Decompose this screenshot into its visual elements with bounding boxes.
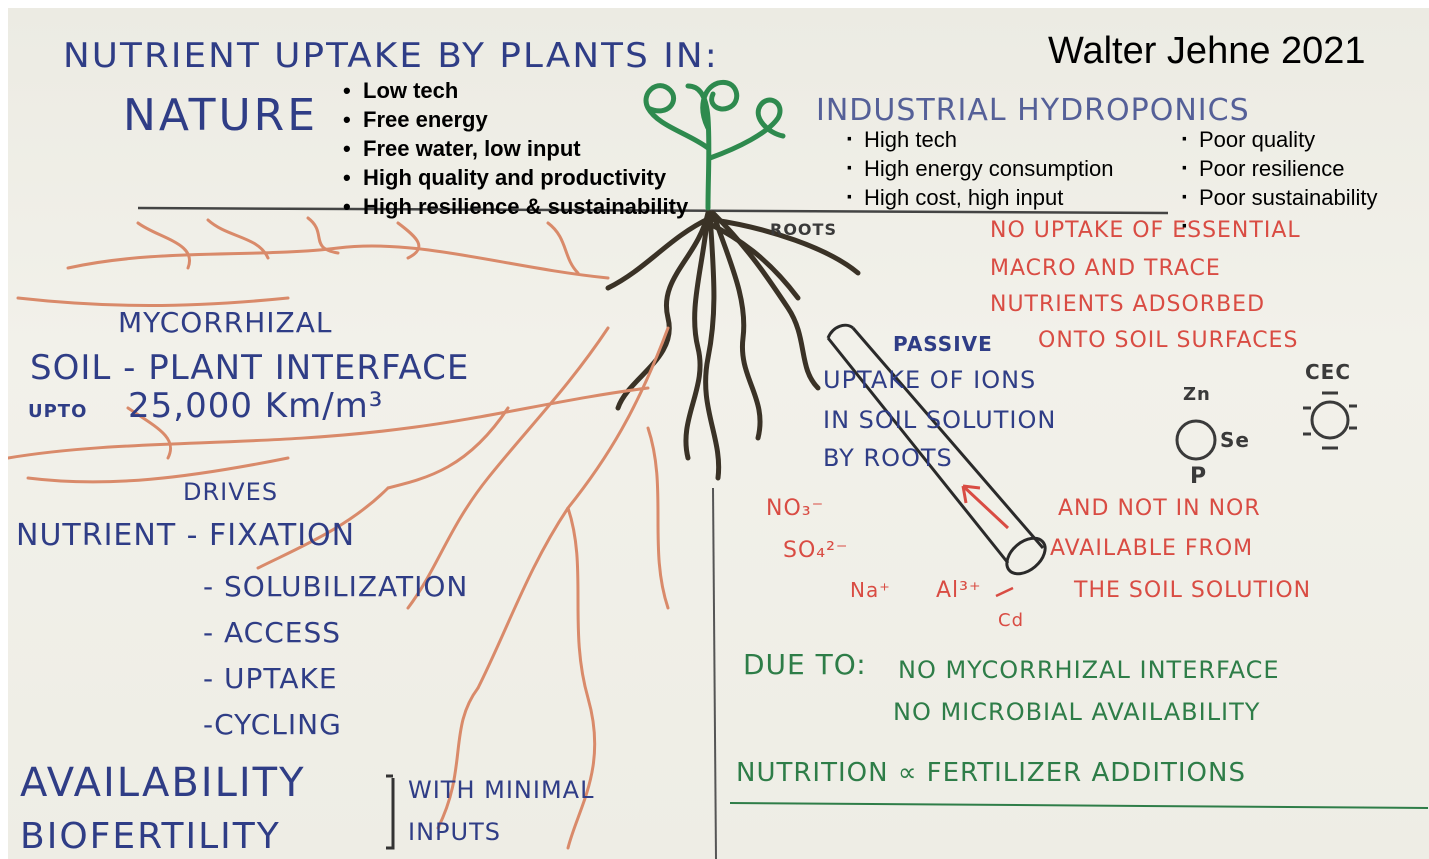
nature-bullet: Free water, low input — [343, 134, 688, 163]
soil-particle-circle — [1177, 421, 1215, 459]
no-uptake-line: MACRO AND TRACE — [990, 256, 1221, 281]
roots-label: ROOTS — [770, 220, 837, 239]
author-credit: Walter Jehne 2021 — [1048, 30, 1366, 73]
and-not-line: AVAILABLE FROM — [1050, 536, 1253, 561]
interface-label: SOIL - PLANT INTERFACE — [30, 348, 469, 388]
nature-bullet: Free energy — [343, 105, 688, 134]
with-minimal-label: WITH MINIMAL — [408, 776, 594, 804]
whiteboard-drawing: NUTRIENT UPTAKE BY PLANTS IN: NATURE IND… — [8, 8, 1429, 859]
reason-line: NO MYCORRHIZAL INTERFACE — [898, 656, 1280, 684]
se-label: Se — [1220, 428, 1250, 452]
nutrient-fixation-label: NUTRIENT - FIXATION — [16, 518, 355, 553]
no-uptake-line: ONTO SOIL SURFACES — [1038, 328, 1298, 353]
industrial-bullet: Poor resilience — [1181, 154, 1378, 183]
cec-particle-circle — [1312, 402, 1348, 438]
uptake-ions-line: BY ROOTS — [823, 444, 953, 472]
industrial-bullet: High tech — [846, 125, 1113, 154]
mycorrhizal-label: MYCORRHIZAL — [118, 306, 332, 339]
ion-al: Al³⁺ — [936, 578, 982, 603]
industrial-bullet: Poor quality — [1181, 125, 1378, 154]
inputs-label: INPUTS — [408, 818, 501, 846]
uptake-arrow — [963, 486, 1008, 528]
no-uptake-line: NO UPTAKE OF ESSENTIAL — [990, 218, 1301, 243]
process-item: - SOLUBILIZATION — [203, 570, 468, 603]
ion-arrow — [996, 588, 1013, 596]
no-uptake-line: NUTRIENTS ADSORBED — [990, 292, 1265, 317]
availability-label: AVAILABILITY — [20, 760, 306, 806]
process-item: - UPTAKE — [203, 662, 338, 695]
ion-so4: SO₄²⁻ — [783, 538, 849, 563]
nature-bullet: High quality and productivity — [343, 163, 688, 192]
process-item: - ACCESS — [203, 616, 341, 649]
industrial-bullet: Poor sustainability — [1181, 183, 1378, 212]
industrial-bullet: High energy consumption — [846, 154, 1113, 183]
p-label: P — [1190, 464, 1207, 489]
nutrition-line: NUTRITION ∝ FERTILIZER ADDITIONS — [736, 758, 1246, 788]
nature-bullet-list: Low tech Free energy Free water, low inp… — [343, 76, 688, 221]
ion-na: Na⁺ — [850, 578, 891, 602]
process-item: -CYCLING — [203, 708, 342, 741]
divider-line — [713, 488, 716, 859]
and-not-line: AND NOT IN NOR — [1058, 496, 1261, 521]
and-not-line: THE SOIL SOLUTION — [1074, 578, 1311, 603]
nutrition-underline — [730, 803, 1428, 808]
uptake-ions-line: IN SOIL SOLUTION — [823, 406, 1056, 434]
drives-label: DRIVES — [183, 478, 278, 506]
plant-roots — [608, 213, 858, 478]
area-value: 25,000 Km/m³ — [128, 386, 383, 426]
industrial-bullet: High cost, high input — [846, 183, 1113, 212]
industrial-bullet-list-1: High tech High energy consumption High c… — [846, 125, 1113, 212]
diagram-title: NUTRIENT UPTAKE BY PLANTS IN: — [63, 36, 719, 76]
bracket-line — [386, 778, 393, 848]
biofertility-label: BIOFERTILITY — [20, 816, 281, 857]
nature-bullet: Low tech — [343, 76, 688, 105]
industrial-label: INDUSTRIAL HYDROPONICS — [816, 93, 1250, 128]
ion-no3: NO₃⁻ — [766, 496, 824, 521]
passive-label: PASSIVE — [893, 332, 993, 356]
upto-label: UPTO — [28, 401, 87, 422]
ion-cd: Cd — [998, 610, 1024, 631]
nature-label: NATURE — [123, 90, 318, 141]
due-to-label: DUE TO: — [743, 648, 867, 681]
uptake-ions-line: UPTAKE OF IONS — [823, 366, 1036, 394]
cec-label: CEC — [1305, 360, 1351, 384]
reason-line: NO MICROBIAL AVAILABILITY — [893, 698, 1260, 726]
zn-label: Zn — [1183, 384, 1211, 405]
nature-bullet: High resilience & sustainability — [343, 192, 688, 221]
